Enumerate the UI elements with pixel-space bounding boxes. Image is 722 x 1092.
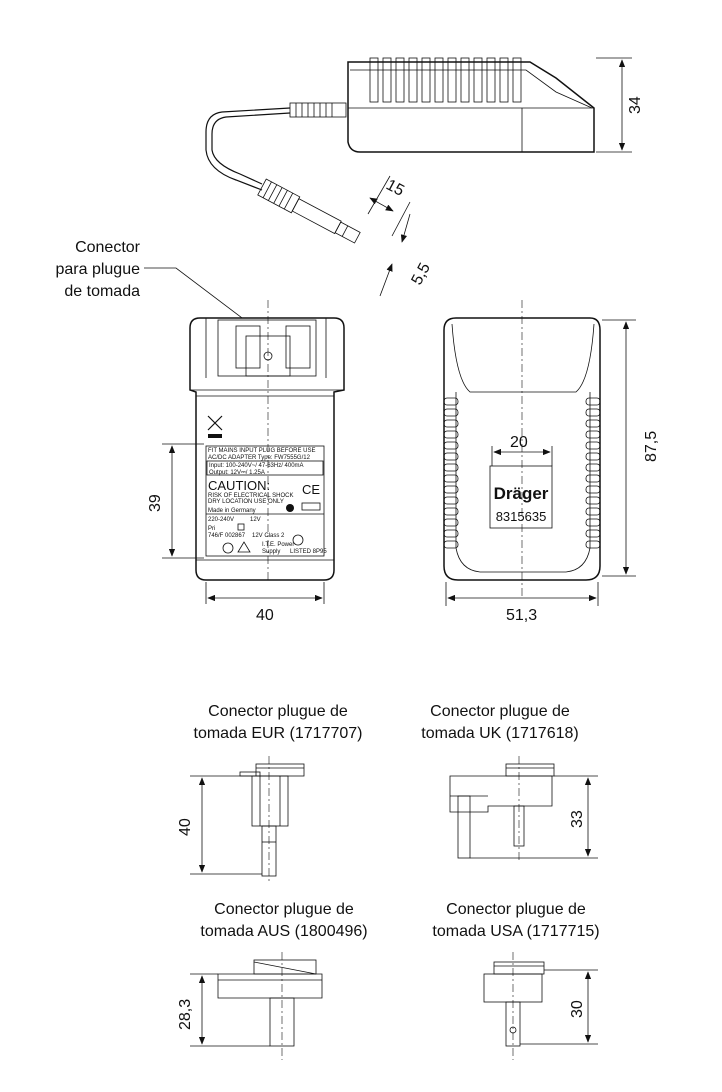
usa-caption-2: tomada USA (1717715)	[432, 923, 599, 940]
plug-usa: Conector plugue de tomada USA (1717715)	[432, 901, 600, 1060]
aus-caption-2: tomada AUS (1800496)	[200, 923, 367, 940]
dim-eur-40: 40	[177, 775, 262, 875]
dim-15-label: 15	[383, 177, 407, 200]
ce-mark: CE	[302, 482, 320, 497]
eur-caption-2: tomada EUR (1717707)	[194, 725, 363, 742]
usa-caption-1: Conector plugue de	[446, 901, 586, 918]
callout-line-3: de tomada	[64, 283, 140, 300]
weee-bin-icon	[207, 415, 223, 438]
dim-usa-label: 30	[569, 1000, 586, 1018]
plug-aus: Conector plugue de tomada AUS (1800496)	[200, 901, 368, 1060]
approval-mark-icon	[222, 542, 234, 554]
rating-line-4: Output: 12V⎓/ 1.25A	[209, 470, 265, 476]
dim-aus-label: 28,3	[177, 999, 194, 1030]
approval-code: 746/F 002867	[208, 533, 246, 539]
dim-20-label: 20	[510, 434, 528, 451]
dim-usa-30: 30	[520, 969, 598, 1045]
dim-513-label: 51,3	[506, 607, 537, 624]
eur-caption-1: Conector plugue de	[208, 703, 348, 720]
rating-label: FIT MAINS INPUT PLUG BEFORE USE AC/DC AD…	[205, 445, 327, 557]
uk-caption-1: Conector plugue de	[430, 703, 570, 720]
adapter-front-view: FIT MAINS INPUT PLUG BEFORE USE AC/DC AD…	[189, 300, 345, 581]
class-text: 12V Class 2	[252, 533, 285, 539]
dim-uk-33: 33	[470, 775, 598, 859]
safety-mark-icon	[286, 504, 294, 512]
ul-mark-icon	[292, 534, 304, 546]
callout-line-1: Conector	[75, 239, 141, 256]
side-vents-right	[585, 397, 601, 549]
dim-width-513: 51,3	[445, 582, 599, 624]
brand-label: Dräger 8315635	[489, 465, 553, 529]
dim-34-label: 34	[627, 96, 644, 114]
dim-875-label: 87,5	[643, 431, 660, 462]
dim-39-label: 39	[147, 494, 164, 512]
voltage-in: 220-240V	[208, 517, 234, 523]
ite-text: I.T.E. Power	[262, 542, 294, 548]
dim-width-40: 40	[205, 582, 325, 624]
part-number: 8315635	[496, 509, 547, 524]
dim-aus-283: 28,3	[177, 973, 270, 1047]
pri-text: Pri	[208, 526, 215, 532]
dim-plug-length-15: 15	[367, 175, 411, 237]
dim-plug-diameter-55: 5,5	[379, 213, 434, 297]
caution-line-1: RISK OF ELECTRICAL SHOCK	[208, 493, 293, 499]
supply-text: Supply	[262, 549, 280, 555]
dim-40-label: 40	[256, 607, 274, 624]
warning-triangle-icon	[237, 541, 251, 553]
made-in-text: Made in Germany	[208, 508, 256, 514]
dim-height-875: 87,5	[602, 319, 660, 577]
rating-line-3: Input: 100-240V~/ 47-63Hz/ 400mA	[209, 463, 304, 469]
cooling-fins	[369, 57, 522, 103]
dim-height-39: 39	[147, 443, 204, 559]
caution-line-2: DRY LOCATION USE ONLY	[208, 499, 284, 505]
caution-heading: CAUTION:	[208, 478, 270, 493]
dim-label-width-20: 20	[491, 434, 553, 466]
plug-eur: Conector plugue de tomada EUR (1717707)	[194, 703, 363, 884]
side-vents-left	[443, 397, 459, 549]
callout-line-2: para plugue	[55, 261, 140, 278]
plug-uk: Conector plugue de tomada UK (1717618)	[421, 703, 579, 860]
voltage-out: 12V	[250, 517, 261, 523]
connector-callout: Conector para plugue de tomada	[55, 239, 267, 337]
rating-line-1: FIT MAINS INPUT PLUG BEFORE USE	[208, 448, 315, 454]
rating-line-2: AC/DC ADAPTER Type: FW7555G/12	[208, 455, 311, 461]
uk-caption-2: tomada UK (1717618)	[421, 725, 578, 742]
dim-uk-label: 33	[569, 810, 586, 828]
listed-text: LISTED 8P95	[290, 549, 327, 555]
aus-caption-1: Conector plugue de	[214, 901, 354, 918]
adapter-side-view	[205, 57, 595, 244]
brand-logo: Dräger	[494, 484, 549, 503]
dim-eur-label: 40	[177, 818, 194, 836]
dim-height-34: 34	[596, 57, 644, 153]
dim-55-label: 5,5	[409, 260, 434, 288]
